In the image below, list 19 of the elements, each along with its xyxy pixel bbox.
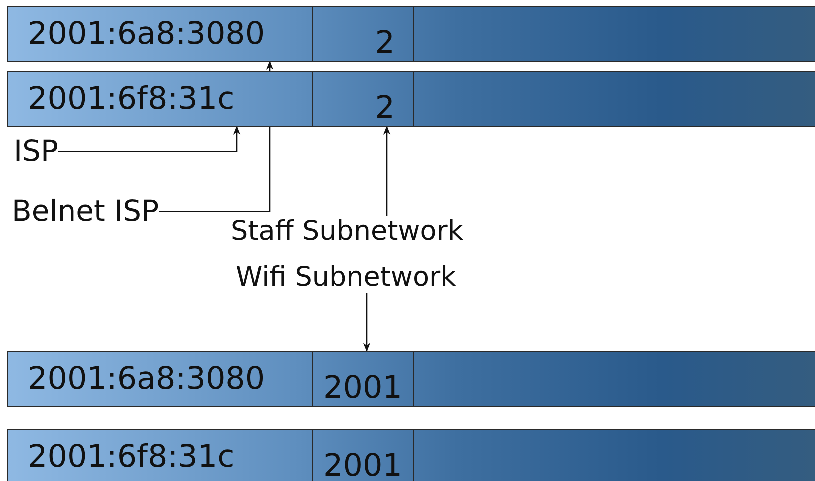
address-bar xyxy=(7,351,815,407)
leader-arrow xyxy=(363,293,371,352)
prefix-field: 2001:6a8:3080 xyxy=(8,352,313,406)
subnet-field: 2 xyxy=(313,7,414,61)
annotation-label: ISP xyxy=(14,135,58,168)
annotation-label: Belnet ISP xyxy=(12,195,160,228)
annotation-label: Wifi Subnetwork xyxy=(236,262,456,294)
address-bar xyxy=(7,429,815,481)
subnet-field: 2001 xyxy=(313,430,414,481)
prefix-field: 2001:6f8:31c xyxy=(8,430,313,481)
address-bar xyxy=(7,71,815,127)
prefix-field: 2001:6f8:31c xyxy=(8,72,313,126)
leader-arrow xyxy=(383,126,391,216)
subnet-field: 2001 xyxy=(313,352,414,406)
prefix-field: 2001:6a8:3080 xyxy=(8,7,313,61)
address-bar xyxy=(7,6,815,62)
subnet-field: 2 xyxy=(313,72,414,126)
annotation-label: Staff Subnetwork xyxy=(231,216,464,248)
leader-arrow xyxy=(58,126,241,152)
